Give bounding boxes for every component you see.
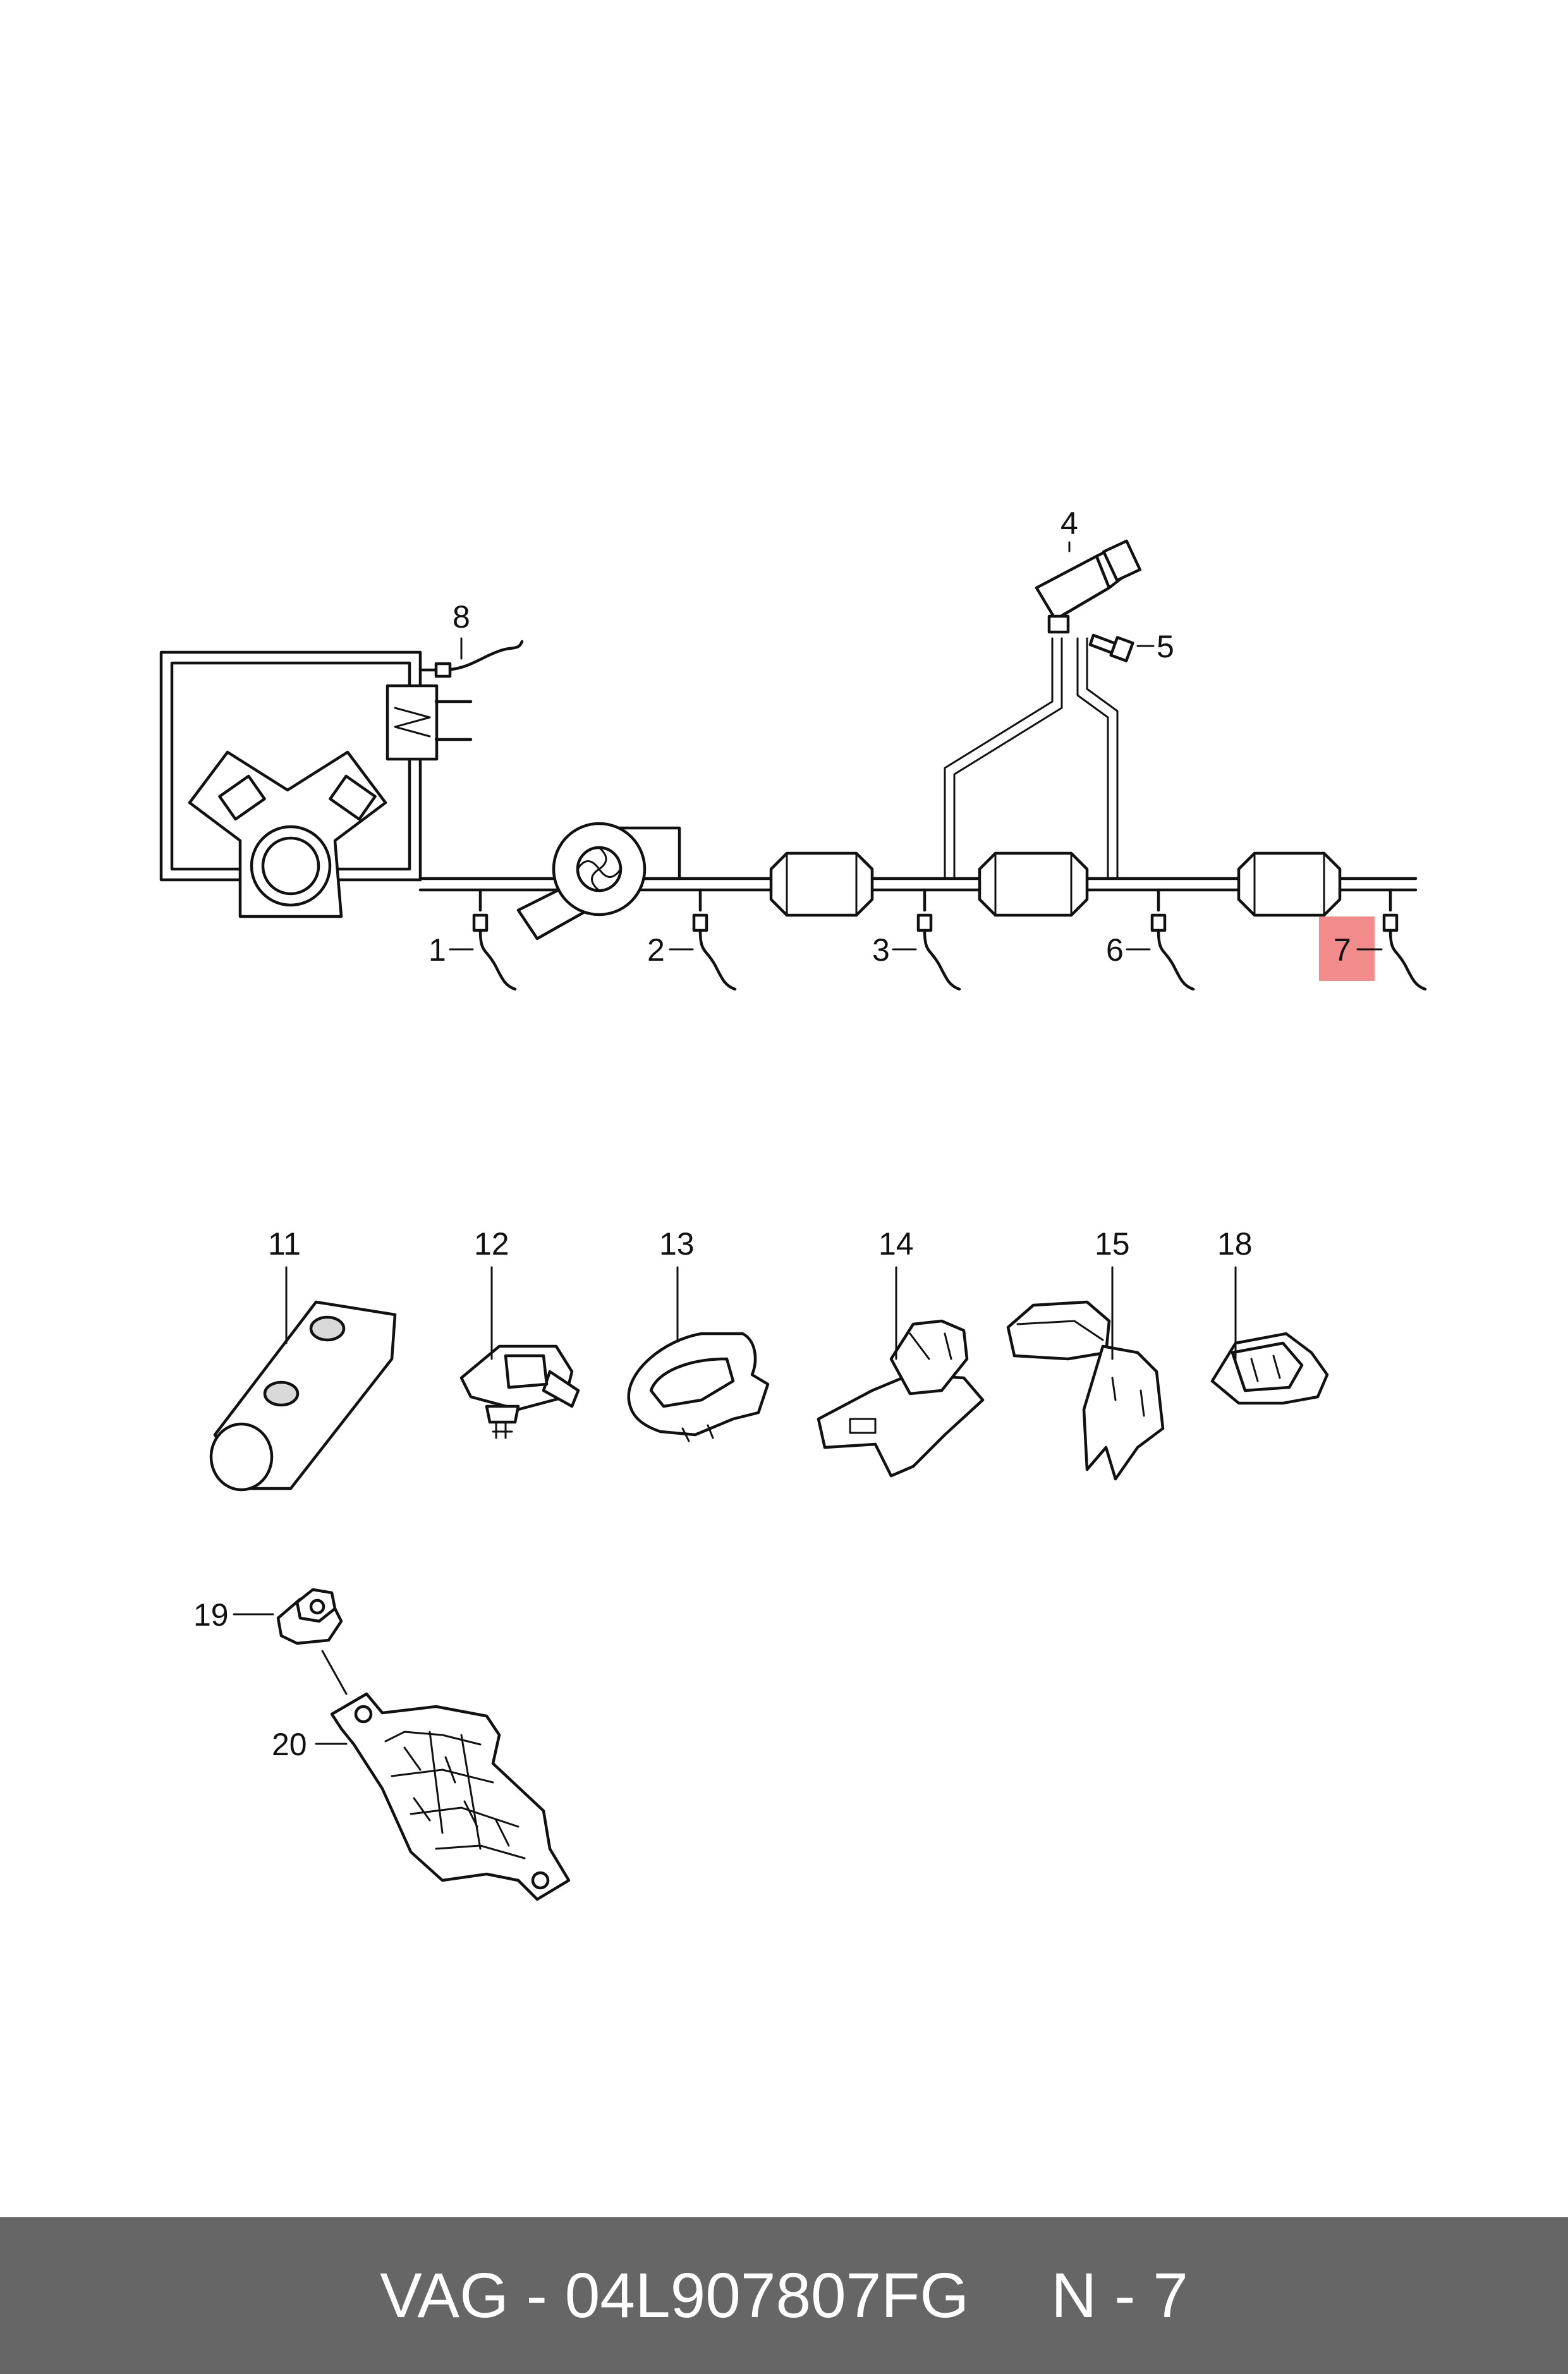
catalytic-converter-1-icon xyxy=(769,851,874,917)
callout-12: 12 xyxy=(474,1226,509,1262)
part-12-clip-icon xyxy=(459,1344,580,1439)
part-18-clip-icon xyxy=(1210,1332,1329,1405)
bolt-5-icon xyxy=(1088,633,1134,662)
part-number-label: VAG - 04L907807FG xyxy=(380,2260,969,2331)
turbocharger-icon xyxy=(516,822,681,940)
callout-1: 1 xyxy=(428,932,446,968)
catalytic-converter-3-icon xyxy=(1237,851,1342,917)
callout-13: 13 xyxy=(659,1226,695,1262)
exhaust-sensor-parts-diagram: 8 4 xyxy=(159,506,1427,1901)
sensor-1-icon xyxy=(472,888,517,991)
callout-4: 4 xyxy=(1061,506,1078,541)
sensor-6-icon xyxy=(1150,888,1195,991)
callout-2: 2 xyxy=(647,932,665,968)
part-20-bracket-icon xyxy=(330,1692,571,1901)
callout-8: 8 xyxy=(453,599,470,635)
pressure-lines xyxy=(944,637,1119,880)
pressure-sensor-4-icon xyxy=(1035,539,1141,634)
callout-14: 14 xyxy=(878,1226,914,1262)
callout-18: 18 xyxy=(1217,1226,1253,1262)
callout-11: 11 xyxy=(268,1226,301,1262)
sensor-7-icon xyxy=(1382,888,1427,991)
callout-19: 19 xyxy=(193,1597,229,1633)
sensor-3-icon xyxy=(916,888,961,991)
part-13-clamp-icon xyxy=(627,1332,770,1442)
part-19-nut-icon xyxy=(276,1588,343,1645)
part-11-sleeve-icon xyxy=(209,1300,397,1492)
engine-v-block-icon xyxy=(188,750,387,918)
callout-7: 7 xyxy=(1334,932,1351,968)
callout-3: 3 xyxy=(872,932,890,968)
callout-20: 20 xyxy=(272,1727,307,1762)
callout-6: 6 xyxy=(1106,932,1124,968)
part-number-footer: VAG - 04L907807FG N - 7 xyxy=(0,2217,1568,2374)
catalytic-converter-2-icon xyxy=(978,851,1089,917)
callout-15: 15 xyxy=(1095,1226,1130,1262)
engine-assembly xyxy=(159,650,473,918)
part-15-bracket-icon xyxy=(1006,1300,1165,1481)
sensor-8-icon xyxy=(434,640,524,678)
sensor-2-icon xyxy=(692,888,737,991)
callout-5: 5 xyxy=(1157,629,1174,664)
diagram-position-label: N - 7 xyxy=(1051,2260,1188,2331)
part-14-bracket-icon xyxy=(817,1319,985,1478)
